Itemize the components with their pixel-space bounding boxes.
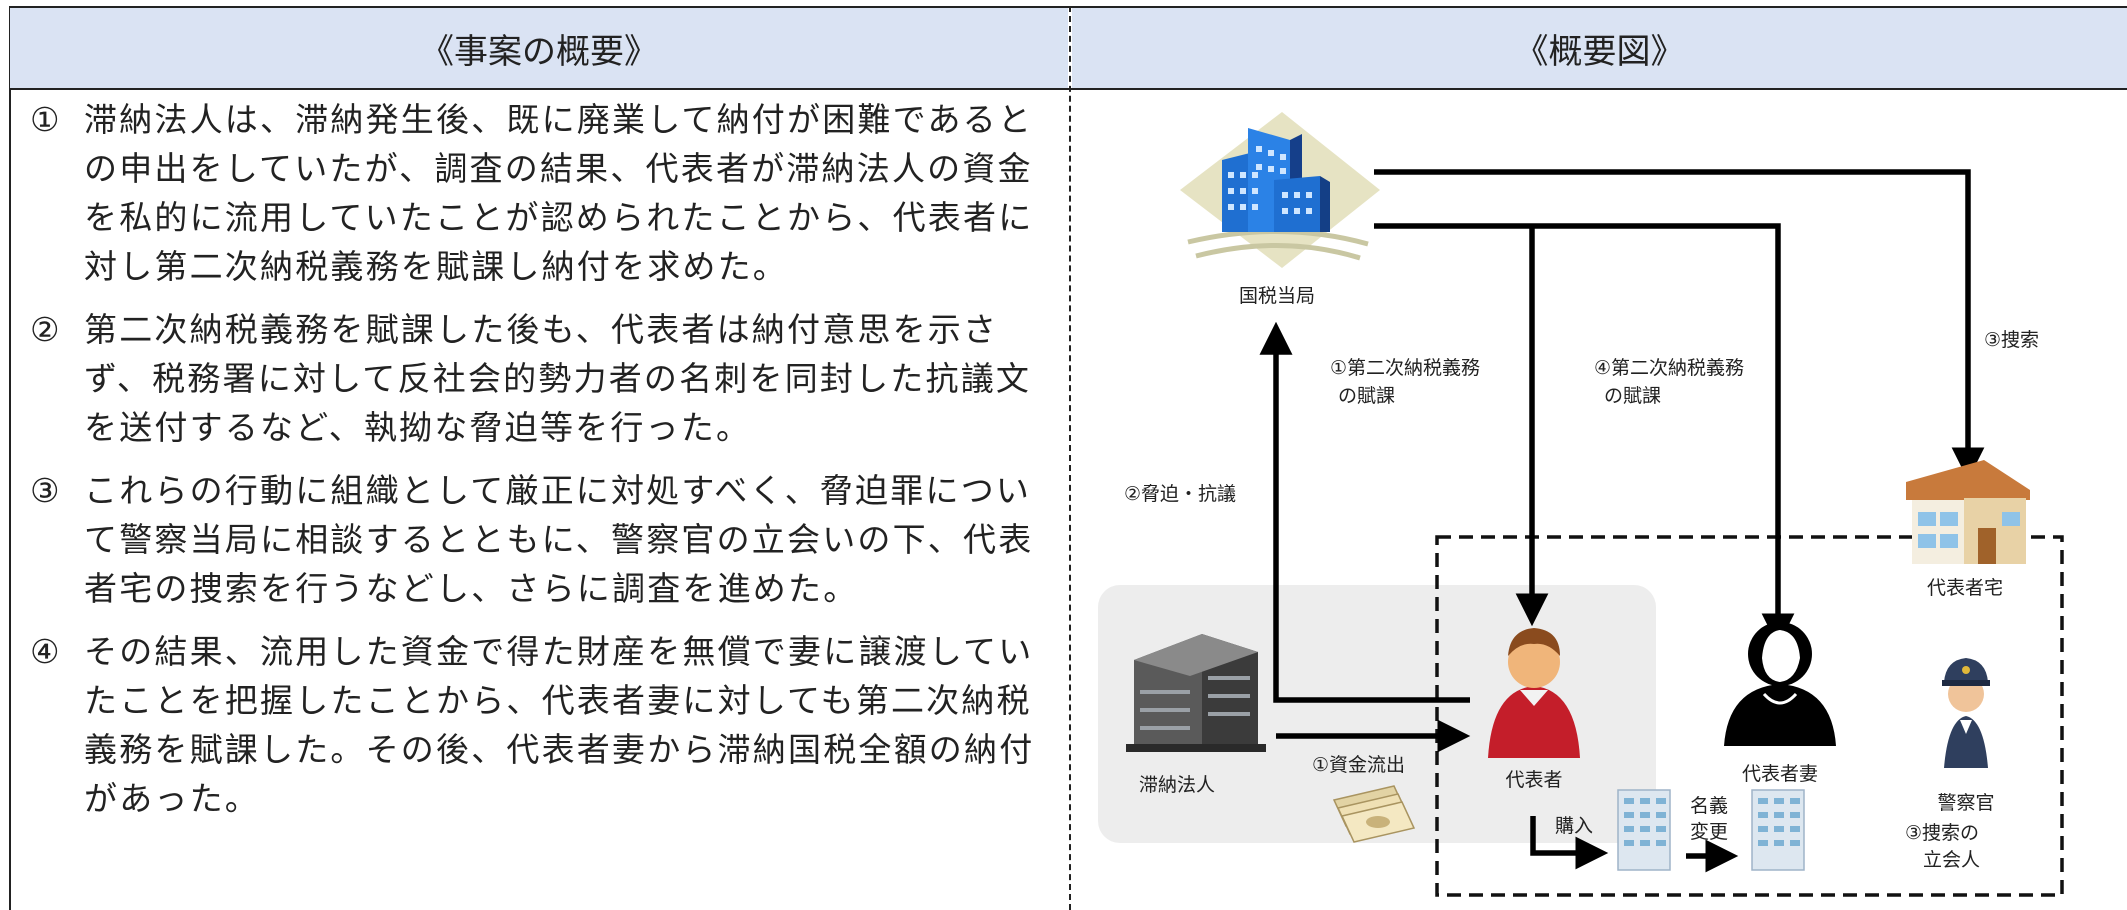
diagram-header: 《概要図》 xyxy=(1072,8,2127,88)
overview-diagram: 国税当局 ①第二次納税義務 の賦課 ④第二次納税義務 の賦課 ③捜索 ②脅迫・抗… xyxy=(1098,112,2064,897)
corp-label: 滞納法人 xyxy=(1139,774,1215,796)
arrow-label-funds: ①資金流出 xyxy=(1312,754,1405,776)
apartment-icon-renamed xyxy=(1751,789,1805,871)
wife-label: 代表者妻 xyxy=(1742,763,1818,785)
arrow-threat xyxy=(1259,321,1470,703)
rep-label: 代表者 xyxy=(1505,769,1562,791)
arrow-search xyxy=(1374,169,1985,481)
money-icon xyxy=(1332,785,1416,843)
nta-label: 国税当局 xyxy=(1239,285,1315,307)
item-text: 滞納法人は、滞納発生後、既に廃業して納付が困難であるとの申出をしていたが、調査の… xyxy=(84,100,1034,286)
item-text: その結果、流用した資金で得た財産を無償で妻に譲渡していたことを把握したことから、… xyxy=(84,632,1035,818)
arrow-label-rename-2: 変更 xyxy=(1690,821,1728,843)
police-officer-icon xyxy=(1942,658,1990,768)
arrow-label-purchase: 購入 xyxy=(1555,815,1593,837)
summary-item-1: ① 滞納法人は、滞納発生後、既に廃業して納付が困難であるとの申出をしていたが、調… xyxy=(30,95,1060,291)
arrow-label-wife-liability-1: ④第二次納税義務 xyxy=(1594,357,1744,379)
item-number: ① xyxy=(30,100,62,139)
summary-header: 《事案の概要》 xyxy=(10,8,1068,88)
item-number: ② xyxy=(30,310,62,349)
arrow-label-rep-liability-2: の賦課 xyxy=(1338,385,1395,407)
arrow-purchase xyxy=(1530,816,1609,870)
item-text: これらの行動に組織として厳正に対処すべく、脅迫罪について警察当局に相談するととも… xyxy=(84,471,1034,608)
top-border xyxy=(10,6,2127,8)
wife-icon xyxy=(1724,622,1836,746)
arrow-wife-liability xyxy=(1374,223,1795,647)
corp-building-icon xyxy=(1126,634,1266,752)
item-number: ④ xyxy=(30,632,62,671)
arrow-label-threat: ②脅迫・抗議 xyxy=(1124,483,1236,505)
arrow-label-wife-liability-2: の賦課 xyxy=(1604,385,1661,407)
house-icon xyxy=(1906,460,2030,564)
arrow-label-search: ③捜索 xyxy=(1984,329,2039,351)
summary-item-2: ② 第二次納税義務を賦課した後も、代表者は納付意思を示さず、税務署に対して反社会… xyxy=(30,305,1060,452)
summary-item-4: ④ その結果、流用した資金で得た財産を無償で妻に譲渡していたことを把握したことか… xyxy=(30,627,1060,823)
police-note-2: 立会人 xyxy=(1923,849,1980,871)
arrow-label-rename-1: 名義 xyxy=(1690,795,1728,817)
column-divider xyxy=(1069,6,1071,910)
rep-assets-enclosure xyxy=(1435,535,2064,897)
item-number: ③ xyxy=(30,471,62,510)
header-divider xyxy=(10,88,2127,90)
apartment-icon xyxy=(1617,789,1671,871)
representative-icon xyxy=(1488,628,1580,758)
item-text: 第二次納税義務を賦課した後も、代表者は納付意思を示さず、税務署に対して反社会的勢… xyxy=(84,310,1032,447)
arrows xyxy=(1259,169,1985,873)
police-label: 警察官 xyxy=(1937,792,1994,814)
arrow-label-rep-liability-1: ①第二次納税義務 xyxy=(1330,357,1480,379)
police-note-1: ③捜索の xyxy=(1905,822,1979,844)
house-label: 代表者宅 xyxy=(1927,577,2003,599)
nta-building-icon xyxy=(1180,112,1380,268)
left-border xyxy=(9,6,11,910)
summary-item-3: ③ これらの行動に組織として厳正に対処すべく、脅迫罪について警察当局に相談すると… xyxy=(30,466,1060,613)
